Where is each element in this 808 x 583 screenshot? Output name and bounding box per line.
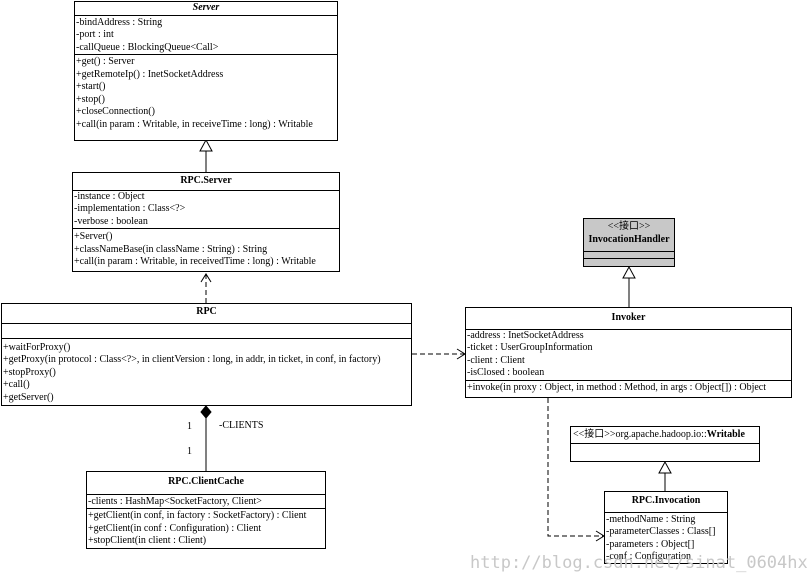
interface-invocation-handler: <<接口>> InvocationHandler — [583, 218, 675, 267]
attribute: -ticket : UserGroupInformation — [467, 342, 593, 353]
attribute: -address : InetSocketAddress — [467, 329, 584, 341]
operation: +closeConnection() — [76, 106, 155, 117]
interface-header: <<接口>>org.apache.hadoop.io::Writable — [571, 427, 759, 444]
attribute: -parameterClasses : Class[] — [606, 526, 716, 537]
attribute: -clients : HashMap<SocketFactory, Client… — [88, 495, 262, 507]
attribute: -verbose : boolean — [74, 215, 148, 227]
dependency-line-invoker-invocation — [547, 398, 604, 537]
attribute-list: -clients : HashMap<SocketFactory, Client… — [87, 495, 325, 509]
class-rpc-server: RPC.Server -instance : Object -implement… — [72, 172, 340, 272]
stereotype: <<接口>> — [607, 221, 651, 232]
operation: +invoke(in proxy : Object, in method : M… — [467, 381, 767, 393]
attribute: -port : int — [76, 29, 114, 40]
realization-arrowhead — [658, 460, 672, 474]
class-title: RPC.ClientCache — [87, 472, 325, 495]
multiplicity-label-top: 1 — [187, 421, 192, 432]
class-title: Server — [75, 2, 337, 16]
operation-list: +Server() +classNameBase(in className : … — [73, 229, 339, 269]
class-rpc-invocation: RPC.Invocation -methodName : String -par… — [604, 491, 728, 564]
interface-header: <<接口>> InvocationHandler — [584, 219, 674, 252]
attribute: -instance : Object — [74, 190, 145, 202]
operation: +stop() — [76, 93, 105, 105]
attribute: -bindAddress : String — [76, 16, 163, 28]
operation: +stopClient(in client : Client) — [88, 535, 207, 546]
class-title: Invoker — [466, 308, 791, 330]
attribute: -client : Client — [467, 354, 525, 366]
operation: +getProxy(in protocol : Class<?>, in cli… — [3, 354, 381, 365]
operation-list: +get() : Server +getRemoteIp() : InetSoc… — [75, 55, 337, 131]
operation: +getClient(in conf, in factory : SocketF… — [88, 510, 307, 521]
operation: +getRemoteIp() : InetSocketAddress — [76, 68, 224, 80]
operation: +Server() — [74, 231, 113, 242]
interface-stereotype-prefix: <<接口>>org.apache.hadoop.io:: — [573, 429, 707, 440]
attribute: -conf : Configuration — [606, 551, 691, 562]
operation: +get() : Server — [76, 56, 135, 67]
operation-list: +waitForProxy() +getProxy(in protocol : … — [2, 339, 411, 405]
class-server: Server -bindAddress : String -port : int… — [74, 1, 338, 141]
attribute: -parameters : Object[] — [606, 538, 695, 550]
operation: +stopProxy() — [3, 366, 56, 378]
operation: +getClient(in conf : Configuration) : Cl… — [88, 522, 262, 534]
class-invoker: Invoker -address : InetSocketAddress -ti… — [465, 307, 792, 398]
watermark: http://blog.csdn.net/sinat_0604hx — [470, 553, 808, 573]
class-title: RPC.Invocation — [605, 492, 727, 513]
attribute-list-empty — [2, 324, 411, 339]
interface-title: InvocationHandler — [588, 233, 670, 245]
attribute: -methodName : String — [606, 513, 696, 525]
interface-title: Writable — [706, 429, 745, 440]
interface-body — [584, 252, 674, 259]
generalization-arrowhead — [199, 138, 213, 152]
attribute: -isClosed : boolean — [467, 367, 545, 378]
attribute: -implementation : Class<?> — [74, 203, 186, 214]
operation: +call() — [3, 379, 30, 390]
attribute-list: -address : InetSocketAddress -ticket : U… — [466, 330, 791, 381]
attribute-list: -bindAddress : String -port : int -callQ… — [75, 16, 337, 55]
composition-diamond — [200, 405, 212, 419]
attribute-list: -instance : Object -implementation : Cla… — [73, 190, 339, 229]
class-rpc-client-cache: RPC.ClientCache -clients : HashMap<Socke… — [86, 471, 326, 549]
class-rpc: RPC +waitForProxy() +getProxy(in protoco… — [1, 303, 412, 406]
operation-list: +getClient(in conf, in factory : SocketF… — [87, 509, 325, 548]
realization-arrowhead — [622, 265, 636, 279]
attribute-list: -methodName : String -parameterClasses :… — [605, 513, 727, 564]
operation: +getServer() — [3, 391, 54, 403]
operation: +call(in param : Writable, in receivedTi… — [74, 256, 316, 267]
composition-role-label: -CLIENTS — [219, 420, 264, 431]
class-title: RPC — [2, 304, 411, 324]
operation: +start() — [76, 81, 106, 92]
operation-list: +invoke(in proxy : Object, in method : M… — [466, 381, 791, 395]
dependency-arrowhead — [200, 273, 212, 283]
interface-writable: <<接口>>org.apache.hadoop.io::Writable — [570, 426, 760, 462]
attribute: -callQueue : BlockingQueue<Call> — [76, 41, 219, 53]
operation: +call(in param : Writable, in receiveTim… — [76, 118, 313, 130]
operation: +classNameBase(in className : String) : … — [74, 243, 268, 255]
class-title: RPC.Server — [73, 173, 339, 191]
operation: +waitForProxy() — [3, 341, 71, 353]
multiplicity-label-bottom: 1 — [187, 446, 192, 457]
